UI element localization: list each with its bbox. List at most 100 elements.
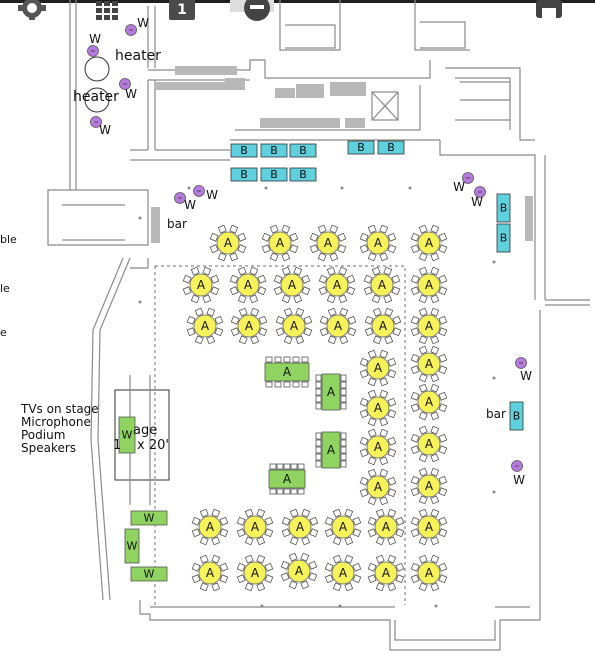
- round-table[interactable]: A: [367, 554, 405, 592]
- bar-table[interactable]: B: [230, 167, 258, 182]
- rect-table[interactable]: A: [315, 431, 347, 469]
- side-table-w[interactable]: W: [124, 528, 140, 564]
- round-table[interactable]: A: [324, 554, 362, 592]
- round-table[interactable]: A: [209, 224, 247, 262]
- round-table[interactable]: A: [191, 554, 229, 592]
- round-table[interactable]: A: [186, 307, 224, 345]
- left-cut-label: le: [0, 282, 10, 295]
- table-label: W: [127, 540, 138, 553]
- round-table[interactable]: A: [229, 266, 267, 304]
- marker-label: W: [184, 198, 196, 212]
- round-table[interactable]: A: [236, 554, 274, 592]
- round-table[interactable]: A: [319, 307, 357, 345]
- round-table[interactable]: A: [230, 307, 268, 345]
- table-label: A: [382, 520, 391, 534]
- round-table[interactable]: A: [410, 383, 448, 421]
- wall-marker[interactable]: W: [453, 172, 474, 195]
- marker-label: W: [471, 195, 483, 209]
- table-label: A: [244, 278, 253, 292]
- round-table[interactable]: A: [281, 508, 319, 546]
- round-table[interactable]: A: [359, 389, 397, 427]
- round-table[interactable]: A: [359, 468, 397, 506]
- round-table[interactable]: A: [191, 508, 229, 546]
- rect-table[interactable]: A: [268, 463, 306, 495]
- round-table[interactable]: A: [410, 307, 448, 345]
- half-circle-icon[interactable]: [230, 0, 274, 24]
- stage-note: Speakers: [21, 441, 77, 455]
- round-table[interactable]: A: [367, 508, 405, 546]
- wall-marker[interactable]: W: [125, 16, 150, 36]
- bar-table[interactable]: B: [347, 140, 375, 155]
- bar-table[interactable]: B: [509, 401, 524, 431]
- table-label: A: [374, 480, 383, 494]
- side-table-w[interactable]: W: [130, 510, 168, 526]
- page-badge[interactable]: 1: [169, 0, 195, 20]
- round-table[interactable]: A: [324, 508, 362, 546]
- round-table[interactable]: A: [359, 428, 397, 466]
- bar-table[interactable]: B: [289, 143, 317, 158]
- table-label: A: [288, 278, 297, 292]
- round-table[interactable]: A: [410, 508, 448, 546]
- table-label: A: [251, 520, 260, 534]
- round-table[interactable]: A: [318, 266, 356, 304]
- round-table[interactable]: A: [410, 224, 448, 262]
- table-label: A: [374, 361, 383, 375]
- bar-table[interactable]: B: [496, 223, 511, 253]
- wall-marker[interactable]: W: [90, 116, 112, 138]
- marker-label: W: [137, 16, 149, 30]
- wall-marker[interactable]: W: [193, 185, 219, 203]
- round-table[interactable]: A: [410, 425, 448, 463]
- grid-icon[interactable]: [95, 0, 121, 22]
- round-table[interactable]: A: [280, 552, 318, 590]
- bar-table[interactable]: B: [377, 140, 405, 155]
- round-table[interactable]: A: [364, 307, 402, 345]
- gear-icon[interactable]: [18, 0, 48, 24]
- rect-table[interactable]: A: [264, 356, 310, 388]
- marker-label: W: [99, 123, 111, 137]
- rect-table[interactable]: A: [315, 373, 347, 411]
- round-table[interactable]: A: [410, 554, 448, 592]
- table-label: A: [327, 385, 336, 399]
- round-table[interactable]: A: [275, 307, 313, 345]
- table-label: A: [379, 319, 388, 333]
- round-table[interactable]: A: [410, 345, 448, 383]
- round-table[interactable]: A: [359, 349, 397, 387]
- left-cut-label: ble: [0, 233, 17, 246]
- table-label: B: [270, 168, 278, 181]
- side-table-w[interactable]: W: [118, 416, 136, 454]
- wall-marker[interactable]: W: [119, 78, 138, 102]
- table-label: A: [374, 440, 383, 454]
- round-table[interactable]: A: [309, 224, 347, 262]
- table-label: A: [206, 520, 215, 534]
- table-label: A: [425, 437, 434, 451]
- printer-icon[interactable]: [535, 0, 565, 22]
- wall-marker[interactable]: W: [471, 186, 486, 210]
- bar-table[interactable]: B: [260, 143, 288, 158]
- round-table[interactable]: A: [410, 266, 448, 304]
- table-label: A: [324, 236, 333, 250]
- bar-table[interactable]: B: [260, 167, 288, 182]
- bar-table[interactable]: B: [230, 143, 258, 158]
- stage-prefix-label: 1: [113, 438, 122, 453]
- bar-table[interactable]: B: [289, 167, 317, 182]
- round-table[interactable]: A: [359, 224, 397, 262]
- wall-marker[interactable]: W: [174, 192, 197, 213]
- table-label: B: [500, 232, 508, 245]
- side-table-w[interactable]: W: [130, 566, 168, 582]
- left-cut-label: e: [0, 326, 7, 339]
- round-table[interactable]: A: [236, 508, 274, 546]
- wall-marker[interactable]: W: [515, 357, 533, 384]
- table-label: A: [201, 319, 210, 333]
- stage-note: Podium: [21, 428, 66, 442]
- round-table[interactable]: A: [261, 224, 299, 262]
- round-table[interactable]: A: [273, 266, 311, 304]
- round-table[interactable]: A: [410, 467, 448, 505]
- bar-table[interactable]: B: [496, 193, 511, 223]
- wall-marker[interactable]: W: [87, 32, 102, 57]
- wall-marker[interactable]: W: [511, 460, 526, 488]
- marker-label: W: [520, 369, 532, 383]
- round-table[interactable]: A: [363, 266, 401, 304]
- round-table[interactable]: A: [182, 266, 220, 304]
